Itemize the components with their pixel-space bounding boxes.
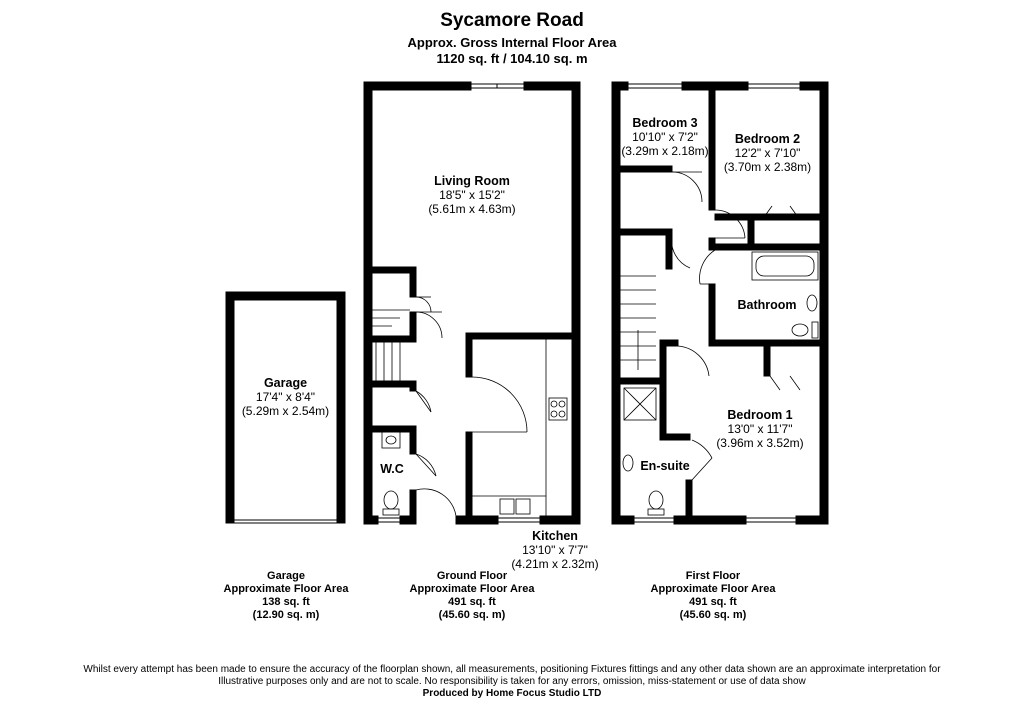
- first-floor-walls: [611, 81, 829, 525]
- total-area: 1120 sq. ft / 104.10 sq. m: [436, 51, 588, 66]
- first-summary-title: First Floor: [685, 570, 741, 582]
- living-room-metric: (5.61m x 4.63m): [428, 202, 516, 216]
- garage-imperial: 17'4" x 8'4": [255, 390, 316, 404]
- disclaimer-line-1: Whilst every attempt has been made to en…: [83, 664, 941, 675]
- first-summary-sqft: 491 sq. ft: [689, 596, 737, 608]
- garage-label: Garage 17'4" x 8'4" (5.29m x 2.54m): [226, 376, 345, 418]
- garage-summary-title: Garage: [267, 570, 305, 582]
- en-suite-label: En-suite: [636, 459, 694, 473]
- first-floor-doors: [671, 171, 801, 481]
- bedroom-3-metric: (3.29m x 2.18m): [621, 144, 709, 158]
- bedroom-1-metric: (3.96m x 3.52m): [716, 436, 804, 450]
- wc-label: W.C: [372, 462, 412, 476]
- garage-metric: (5.29m x 2.54m): [241, 404, 330, 418]
- garage-area-summary: Garage Approximate Floor Area 138 sq. ft…: [186, 570, 386, 622]
- garage-summary-sqm: (12.90 sq. m): [252, 609, 320, 621]
- bedroom-3-imperial: 10'10" x 7'2": [632, 130, 698, 144]
- first-floor-area-summary: First Floor Approximate Floor Area 491 s…: [613, 570, 813, 622]
- en-suite-name: En-suite: [640, 459, 690, 473]
- kitchen-label: Kitchen 13'10" x 7'7" (4.21m x 2.32m): [490, 529, 620, 571]
- plan-subtitle: Approx. Gross Internal Floor Area: [407, 35, 617, 50]
- ground-floor-doors: [415, 296, 528, 517]
- bedroom-3-label: Bedroom 3 10'10" x 7'2" (3.29m x 2.18m): [615, 116, 715, 158]
- producer-credit: Produced by Home Focus Studio LTD: [422, 688, 602, 699]
- bedroom-1-label: Bedroom 1 13'0" x 11'7" (3.96m x 3.52m): [700, 408, 820, 450]
- ground-summary-title: Ground Floor: [436, 570, 508, 582]
- garage-summary-label: Approximate Floor Area: [223, 583, 349, 595]
- bathroom-name: Bathroom: [737, 298, 797, 312]
- kitchen-imperial: 13'10" x 7'7": [522, 543, 588, 557]
- bedroom-1-imperial: 13'0" x 11'7": [727, 422, 793, 436]
- living-room-name: Living Room: [434, 174, 510, 188]
- ground-summary-sqft: 491 sq. ft: [448, 596, 496, 608]
- bedroom-2-label: Bedroom 2 12'2" x 7'10" (3.70m x 2.38m): [715, 132, 820, 174]
- living-room-label: Living Room 18'5" x 15'2" (5.61m x 4.63m…: [372, 174, 572, 216]
- plan-title: Sycamore Road: [440, 10, 584, 31]
- ground-floor-area-summary: Ground Floor Approximate Floor Area 491 …: [372, 570, 572, 622]
- first-summary-label: Approximate Floor Area: [650, 583, 776, 595]
- living-room-imperial: 18'5" x 15'2": [439, 188, 505, 202]
- first-summary-sqm: (45.60 sq. m): [679, 609, 747, 621]
- ground-summary-label: Approximate Floor Area: [409, 583, 535, 595]
- garage-name: Garage: [263, 376, 308, 390]
- first-floor-fixtures: [620, 251, 819, 516]
- bedroom-1-name: Bedroom 1: [727, 408, 793, 422]
- ground-floor-fixtures: [372, 309, 568, 516]
- ground-floor-walls: [363, 81, 581, 525]
- bedroom-3-name: Bedroom 3: [632, 116, 698, 130]
- kitchen-metric: (4.21m x 2.32m): [511, 557, 599, 571]
- wc-name: W.C: [380, 462, 404, 476]
- ground-summary-sqm: (45.60 sq. m): [438, 609, 506, 621]
- bedroom-2-metric: (3.70m x 2.38m): [723, 160, 812, 174]
- bathroom-label: Bathroom: [730, 298, 804, 312]
- kitchen-name: Kitchen: [532, 529, 578, 543]
- bedroom-2-imperial: 12'2" x 7'10": [734, 146, 801, 160]
- garage-summary-sqft: 138 sq. ft: [262, 596, 310, 608]
- bedroom-2-name: Bedroom 2: [734, 132, 801, 146]
- disclaimer-line-2: Illustrative purposes only and are not t…: [218, 676, 806, 687]
- garage-walls: [225, 291, 346, 524]
